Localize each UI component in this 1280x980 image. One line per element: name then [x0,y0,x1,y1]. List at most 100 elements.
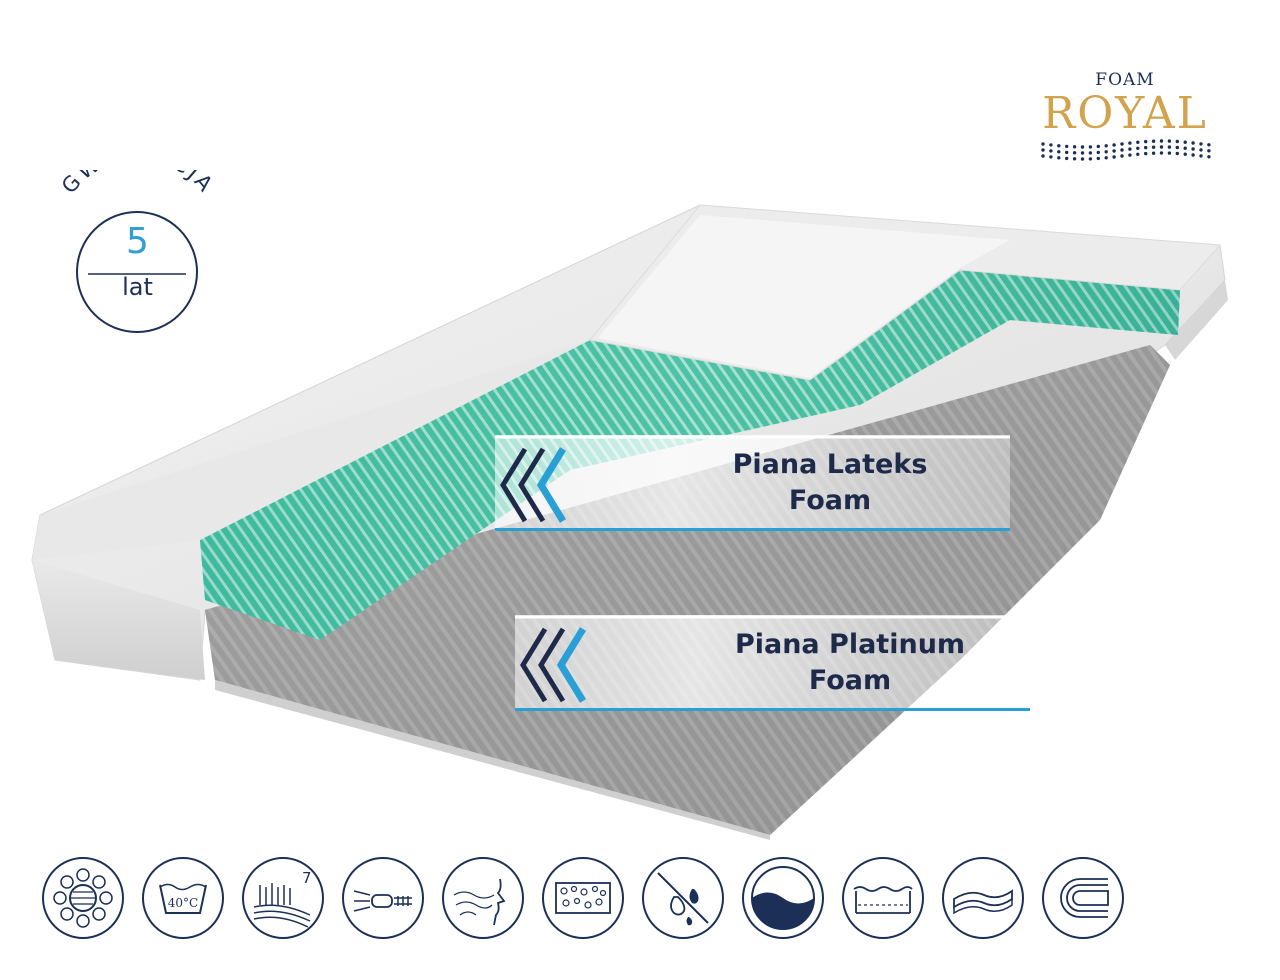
logo-dot [1198,142,1203,146]
logo-dot [1064,150,1068,155]
zones-number: 7 [302,869,312,887]
logo-dot [1096,144,1100,149]
antiallergic-fabric-icon [40,855,126,941]
layer-underline [515,708,1030,711]
logo-dot [1159,151,1163,155]
no-moisture-icon [640,855,726,941]
logo-dot [1151,151,1155,155]
logo-dot [1040,142,1045,146]
logo-dot [1104,144,1108,148]
logo-dot [1072,157,1076,161]
logo-dot [1127,147,1132,151]
logo-dot [1111,155,1116,159]
breathable-air-icon [440,855,526,941]
layer-label-line2: Foam [808,665,892,696]
logo-dot [1048,155,1053,159]
guarantee-years: 5 [126,221,149,262]
logo-dot [1048,149,1053,153]
logo-dot [1198,148,1203,152]
layer-label-line1: Piana Lateks [732,449,928,480]
logo-dot [1159,139,1163,143]
logo-dot [1119,142,1124,146]
logo-dot [1040,148,1045,152]
triple-chevron-left-icon [500,447,566,523]
logo-dot [1143,139,1147,144]
logo-dot [1111,143,1116,147]
logo-dot [1088,145,1092,149]
logo-dot [1151,145,1155,149]
logo-dot [1167,151,1171,155]
zipper-cover-icon [340,855,426,941]
logo-dot [1056,156,1060,160]
brand-logo: FOAM ROYAL [1030,70,1220,170]
logo-dot [1167,139,1171,143]
logo-dot [1143,145,1147,150]
logo-dot [1080,145,1084,149]
logo-dot [1080,151,1084,155]
logo-dot [1072,145,1076,149]
layer-label-latex: Piana Lateks Foam [495,435,1015,535]
ventilation-holes-icon [540,855,626,941]
seven-zones-icon: 7 [240,855,326,941]
logo-dot [1056,144,1060,148]
flexible-mattress-icon [940,855,1026,941]
logo-dot [1183,152,1187,156]
quilted-cover-icon [840,855,926,941]
two-sided-icon [740,855,826,941]
logo-dot [1064,156,1068,161]
logo-dot [1175,145,1179,150]
logo-dot [1135,146,1139,150]
logo-main-text: ROYAL [1042,88,1208,139]
logo-dot [1183,146,1187,150]
label-background [515,615,1030,710]
logo-dot [1206,155,1211,159]
logo-dot [1135,140,1139,144]
logo-dot [1190,141,1195,145]
logo-dot [1119,154,1124,158]
rolled-packing-icon [1040,855,1126,941]
label-background [495,435,1010,530]
logo-dot [1119,148,1124,152]
logo-dot [1080,157,1084,161]
logo-dot [1096,156,1100,161]
guarantee-badge: GWARANCJA 5 lat [40,141,235,335]
layer-underline [495,528,1010,531]
logo-dot [1111,149,1116,153]
logo-dot [1190,153,1195,157]
logo-dot [1088,157,1092,161]
logo-dot [1104,156,1108,160]
logo-dot [1175,151,1179,156]
logo-dots-icon [1040,139,1211,161]
triple-chevron-left-icon [520,627,586,703]
logo-dot [1127,153,1132,157]
logo-dot [1143,151,1147,156]
logo-dot [1206,149,1211,153]
logo-dot [1159,145,1163,149]
guarantee-unit: lat [122,273,153,301]
layer-label-line2: Foam [788,485,872,516]
wash-40c-icon: 40°C [140,855,226,941]
logo-dot [1096,150,1100,155]
logo-dot [1048,143,1053,147]
logo-dot [1206,143,1211,147]
logo-dot [1127,141,1132,145]
layer-label-line1: Piana Platinum [734,629,966,660]
logo-dot [1056,150,1060,154]
logo-dot [1151,139,1155,143]
logo-dot [1135,152,1139,156]
wash-temperature-label: 40°C [168,896,198,910]
logo-dot [1088,151,1092,155]
guarantee-arc-text: GWARANCJA [57,141,216,199]
logo-dot [1190,147,1195,151]
logo-top-text: FOAM [1095,70,1155,90]
logo-dot [1198,154,1203,158]
logo-dot [1175,139,1179,144]
logo-dot [1167,145,1171,149]
svg-text:GWARANCJA: GWARANCJA [57,170,219,198]
logo-dot [1040,154,1045,158]
logo-dot [1183,140,1187,144]
logo-dot [1104,150,1108,154]
logo-dot [1072,151,1076,155]
logo-dot [1064,144,1068,149]
